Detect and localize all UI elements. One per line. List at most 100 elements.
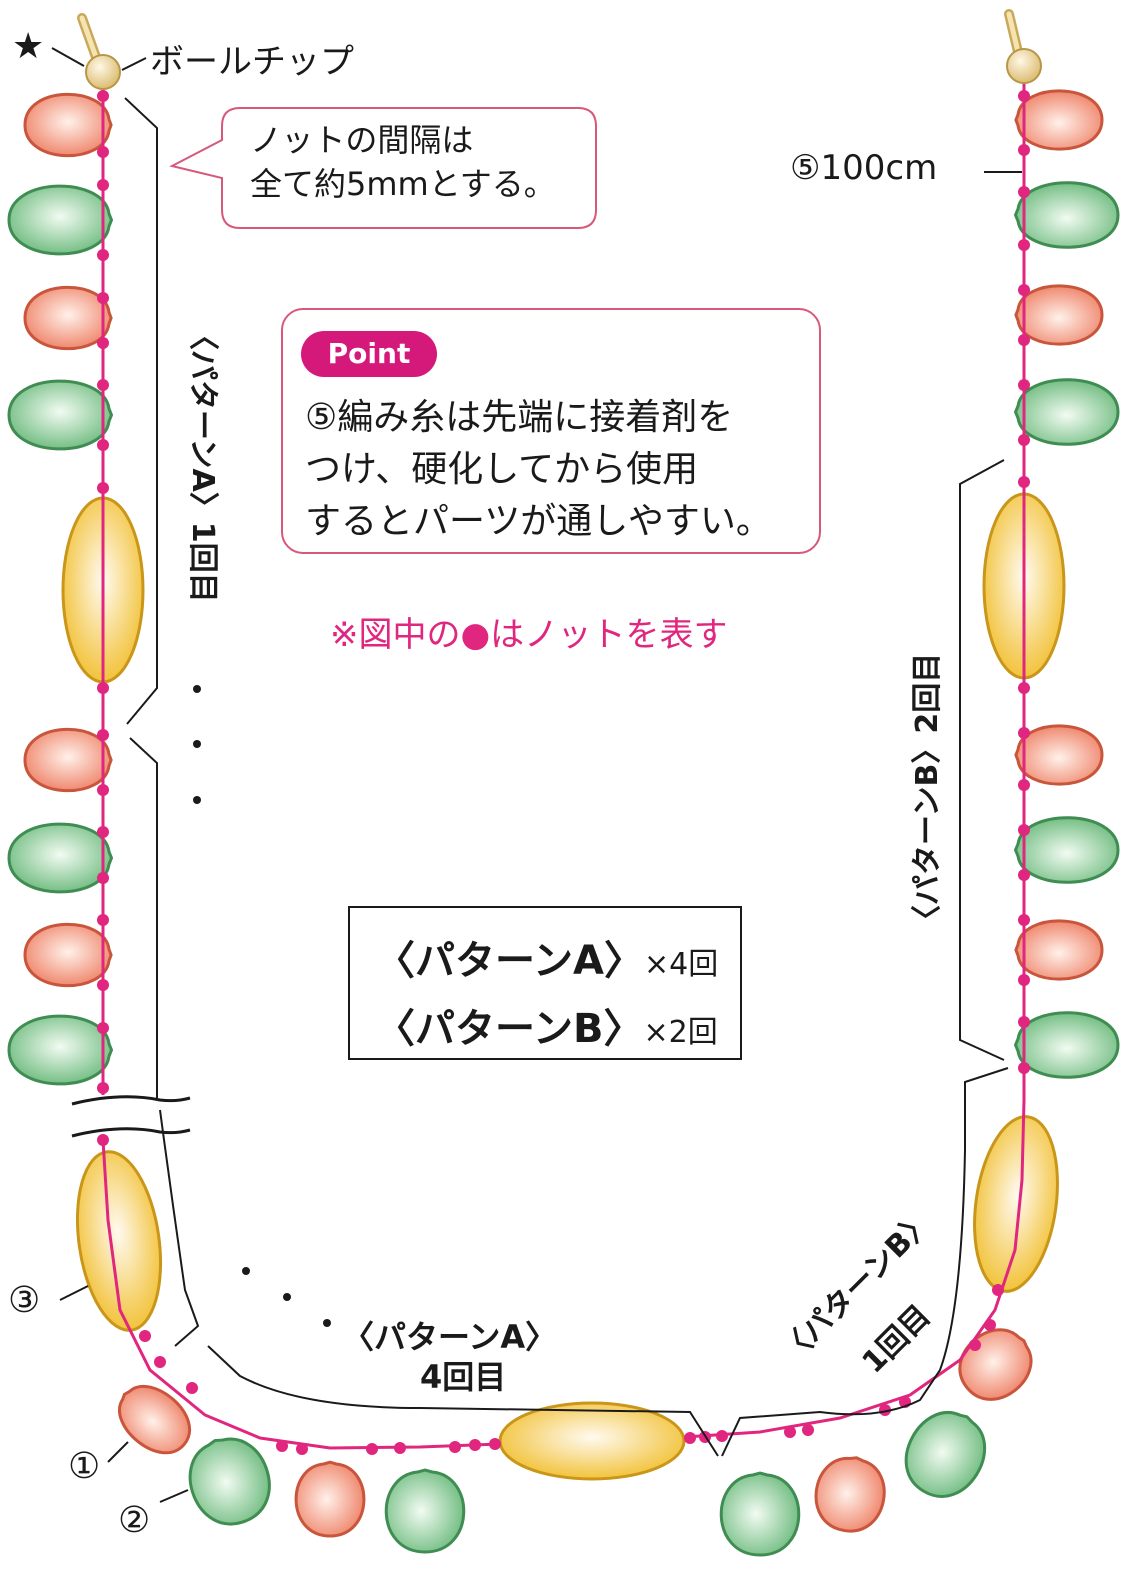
knot	[1018, 379, 1030, 391]
knot	[97, 826, 109, 838]
pattern-a-1-label: 〈パターンA〉1回目	[185, 320, 220, 603]
knot	[97, 1082, 109, 1094]
summary-b-label: 〈パターンB〉	[375, 1006, 644, 1052]
yellow-bead	[498, 1401, 686, 1481]
knot	[366, 1443, 378, 1455]
green-bead	[7, 184, 114, 256]
green-bead	[719, 1471, 801, 1557]
knot	[1018, 727, 1030, 739]
marker-1-leader	[107, 1441, 129, 1463]
knot	[97, 179, 109, 191]
coral-bead	[1014, 89, 1104, 151]
ball-tip-right	[1004, 9, 1042, 84]
left-strand-beads	[7, 92, 163, 1332]
knot	[1018, 144, 1030, 156]
coral-bead	[1014, 919, 1104, 981]
pattern-a-4-line-2: 4回目	[420, 1358, 507, 1396]
thread-label: ⑤100cm	[790, 148, 938, 188]
knot	[97, 292, 109, 304]
knot	[1018, 284, 1030, 296]
coral-bead	[23, 92, 113, 158]
knot	[296, 1443, 308, 1455]
knot	[469, 1439, 481, 1451]
knot	[802, 1424, 814, 1436]
knot	[186, 1382, 198, 1394]
star-symbol: ★	[12, 26, 45, 67]
green-bead	[1013, 1011, 1120, 1079]
coral-bead	[1014, 284, 1104, 346]
knot	[449, 1441, 461, 1453]
green-bead	[1013, 181, 1120, 249]
point-text: ⑤編み糸は先端に接着剤を つけ、硬化してから使用 するとパーツが通しやすい。	[305, 392, 772, 548]
right-strand-beads	[973, 89, 1120, 1293]
knot	[1018, 869, 1030, 881]
knot	[969, 1339, 981, 1351]
star-leader-line	[51, 47, 85, 67]
knot-dots	[97, 90, 1030, 1455]
bracket-pattern-b-1	[721, 1067, 1009, 1457]
green-bead	[384, 1468, 466, 1554]
ball-tip-leader-line	[121, 57, 147, 71]
knot	[97, 682, 109, 694]
knot	[1018, 914, 1030, 926]
coral-bead	[23, 727, 113, 793]
green-bead	[1013, 816, 1120, 884]
knot	[97, 482, 109, 494]
summary-a-times: ×4回	[643, 947, 719, 982]
knot	[784, 1426, 796, 1438]
knot	[97, 90, 109, 102]
bottom-thread	[684, 82, 1026, 1439]
knot	[1018, 334, 1030, 346]
knot	[97, 1022, 109, 1034]
green-bead	[904, 1411, 987, 1498]
coral-bead	[294, 1460, 366, 1538]
marker-2-leader	[159, 1489, 189, 1503]
knot	[276, 1440, 288, 1452]
marker-3-leader	[59, 1285, 89, 1301]
summary-a-label: 〈パターンA〉	[375, 938, 644, 984]
knot	[97, 979, 109, 991]
point-badge: Point	[301, 331, 437, 377]
coral-bead	[814, 1456, 886, 1533]
ellipsis-dots-vertical	[193, 685, 201, 804]
bracket-pattern-a-1	[124, 97, 158, 1098]
coral-bead	[23, 285, 113, 351]
knot	[992, 1284, 1004, 1296]
knot	[97, 872, 109, 884]
marker-3: ③	[8, 1280, 41, 1321]
knot	[1018, 682, 1030, 694]
knot	[97, 729, 109, 741]
knot-legend-note: ※図中の●はノットを表す	[330, 615, 728, 655]
pattern-summary-box	[348, 906, 742, 1060]
knot	[1018, 779, 1030, 791]
knot	[716, 1430, 728, 1442]
ellipsis-dots-diagonal	[242, 1267, 331, 1327]
bracket-pattern-b-2	[959, 459, 1005, 1061]
ball-tip-label: ボールチップ	[150, 42, 354, 82]
bracket-pattern-a-4	[159, 1109, 719, 1457]
green-bead	[1013, 378, 1120, 446]
pattern-a-4-line-1: 〈パターンA〉	[342, 1318, 558, 1356]
knot	[1018, 434, 1030, 446]
break-mark	[71, 1095, 191, 1138]
knot	[1018, 239, 1030, 251]
marker-2: ②	[118, 1500, 151, 1541]
callout-line-2: 全て約5mmとする。	[250, 165, 556, 203]
knot	[97, 1134, 109, 1146]
knot	[97, 337, 109, 349]
knot	[394, 1442, 406, 1454]
summary-b-times: ×2回	[643, 1015, 718, 1050]
green-bead	[7, 822, 114, 894]
knot	[97, 914, 109, 926]
marker-1: ①	[68, 1446, 101, 1487]
knot	[97, 146, 109, 158]
knot	[1018, 186, 1030, 198]
knot	[97, 249, 109, 261]
ball-tip-left	[77, 13, 121, 90]
callout-line-1: ノットの間隔は	[250, 121, 474, 159]
knot	[139, 1330, 151, 1342]
summary-line-a: 〈パターンA〉×4回	[375, 928, 718, 986]
knot-spacing-callout	[169, 107, 597, 229]
knot	[684, 1432, 696, 1444]
